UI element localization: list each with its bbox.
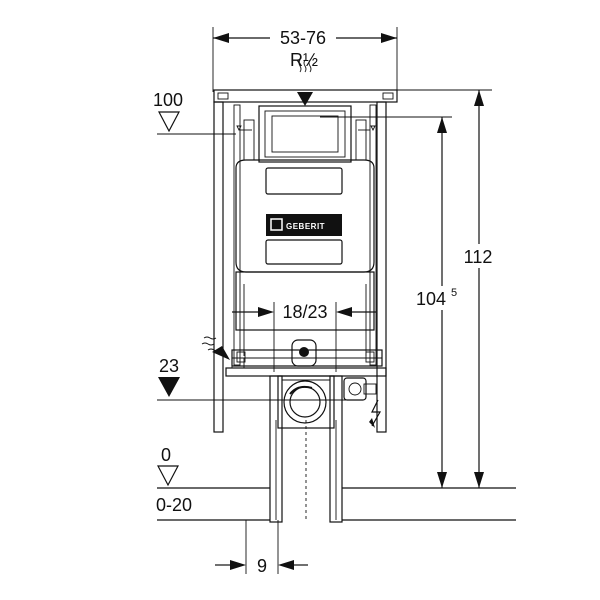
electric-icon [371, 399, 382, 427]
drain-spacing-dimension: 18/23 [232, 300, 376, 372]
thread-label: R½ [290, 50, 318, 70]
installation-frame: GEBERIT [201, 89, 398, 523]
inner-height-dimension: 104 5 [320, 116, 464, 488]
total-height-label: 112 [464, 247, 493, 267]
bottom-offset-dimension: 9 [215, 520, 308, 576]
level-range-marker: 0-20 [156, 495, 516, 521]
level-23-label: 23 [159, 356, 179, 376]
total-height-dimension: 112 [397, 89, 498, 488]
level-0-label: 0 [161, 445, 171, 465]
bottom-offset-label: 9 [257, 556, 267, 576]
drain-spacing-label: 18/23 [282, 302, 327, 322]
inner-height-superscript: 5 [451, 287, 457, 299]
water-inlet-icon [201, 336, 230, 360]
brand-logo [266, 214, 342, 236]
brand-logo-text: GEBERIT [286, 222, 325, 231]
level-range-label: 0-20 [156, 495, 192, 515]
inner-height-label: 104 [416, 289, 446, 309]
water-supply-icon [297, 59, 313, 106]
width-range-label: 53-76 [280, 28, 326, 48]
level-0-marker: 0 [157, 445, 516, 489]
level-100-label: 100 [153, 90, 183, 110]
width-dimension: 53-76 R½ [212, 27, 398, 92]
level-23-marker: 23 [157, 356, 348, 401]
